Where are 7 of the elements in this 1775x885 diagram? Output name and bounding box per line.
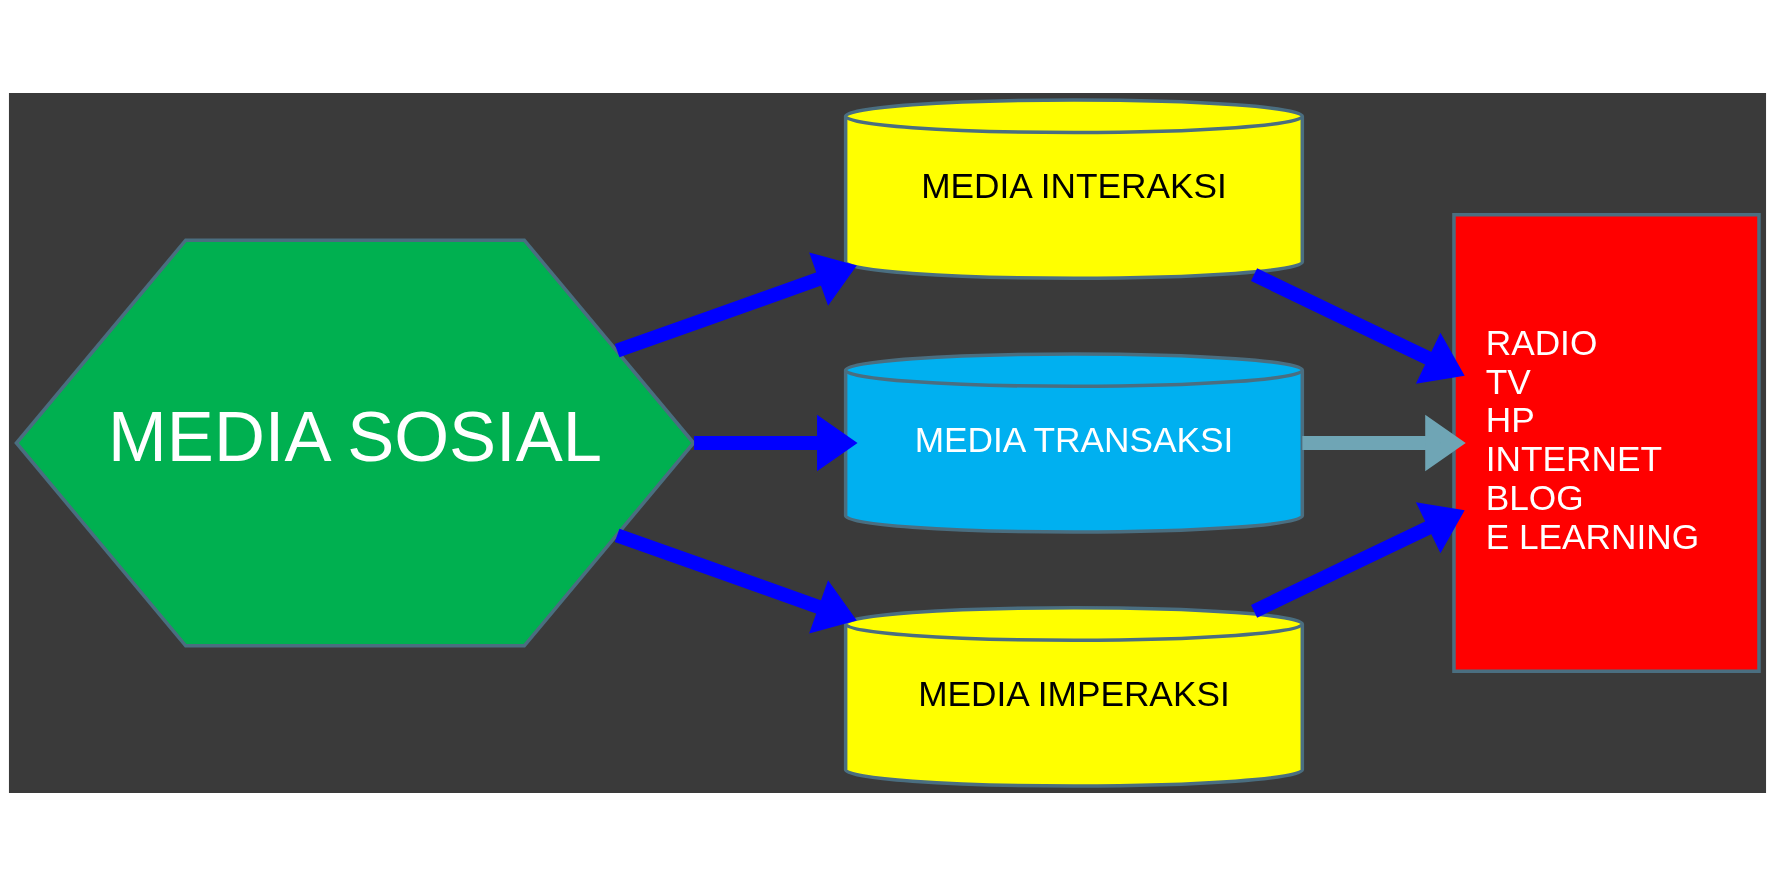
node-box: RADIO TV HP INTERNET BLOG E LEARNING xyxy=(1452,212,1761,673)
arrow xyxy=(614,528,857,634)
arrow xyxy=(1251,501,1465,618)
arrow xyxy=(694,414,858,471)
arrow xyxy=(614,251,857,357)
arrow xyxy=(1251,267,1465,384)
arrow xyxy=(1302,414,1466,471)
